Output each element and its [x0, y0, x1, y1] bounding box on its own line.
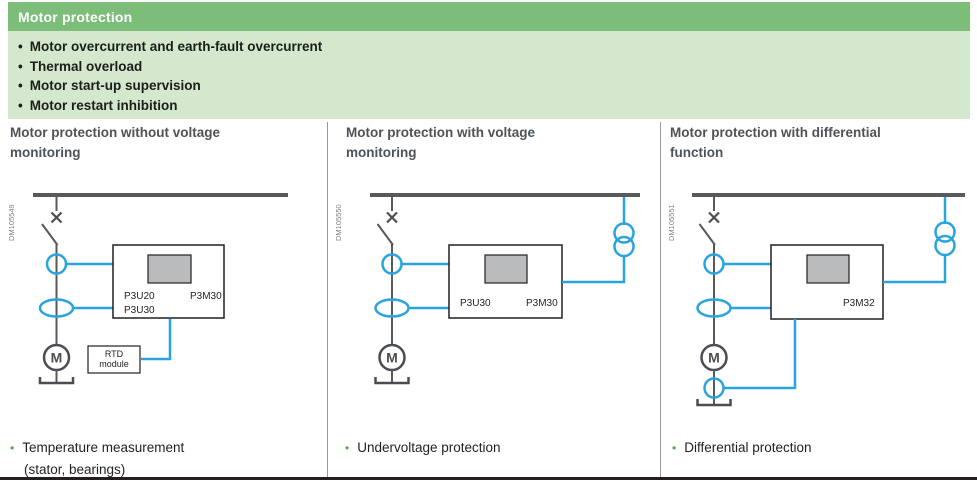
note-text: Temperature measurement [22, 440, 185, 455]
bullet-marker: • [18, 97, 23, 113]
column-title-line: Motor protection without voltage [10, 125, 220, 140]
feature-item: • Thermal overload [18, 57, 970, 77]
relay-model-label: P3U30 [124, 305, 155, 316]
doc-id-label: DM105551 [667, 204, 676, 241]
note-text: Differential protection [684, 440, 812, 455]
green-bullet-icon: • [10, 441, 15, 455]
doc-id-label: DM105550 [334, 204, 343, 241]
column-title-3: Motor protection with differential funct… [670, 123, 881, 163]
column-divider [327, 122, 328, 477]
relay-model-label: P3M30 [526, 298, 558, 309]
page-title: Motor protection [18, 8, 133, 25]
vt-wire [562, 256, 626, 284]
motor-letter: M [386, 350, 398, 366]
note-line: (stator, bearings) [24, 462, 126, 477]
disconnect-switch-icon [41, 223, 59, 246]
neutral-ct-icon [703, 377, 725, 399]
relay-model-label: P3M32 [843, 298, 875, 309]
relay-display [484, 254, 528, 284]
column-divider [660, 122, 661, 477]
bullet-marker: • [18, 58, 23, 74]
column-title-2: Motor protection with voltage monitoring [346, 123, 535, 163]
rtd-label: RTD [105, 349, 124, 359]
ground-icon [374, 377, 410, 385]
doc-id-label: DM105549 [7, 204, 16, 241]
note-text: Undervoltage protection [357, 440, 501, 455]
rtd-wire [141, 318, 172, 361]
note-line: • Temperature measurement [10, 437, 184, 459]
disconnect-switch-icon [376, 223, 394, 246]
motor-protection-header: Motor protection • Motor overcurrent and … [8, 2, 970, 119]
bullet-marker: • [18, 39, 23, 54]
feature-text: Motor overcurrent and earth-fault overcu… [29, 39, 323, 54]
column-title-line: Motor protection with differential [670, 125, 881, 140]
feature-item: • Motor restart inhibition [18, 96, 970, 116]
ground-icon [38, 377, 75, 385]
column-title-line: Motor protection with voltage [346, 125, 535, 140]
feature-text: Motor restart inhibition [29, 97, 178, 113]
relay-display [806, 254, 850, 284]
header-feature-list: • Motor overcurrent and earth-fault overc… [8, 31, 970, 119]
voltage-transformer-icon [934, 221, 956, 257]
rtd-label: module [99, 359, 129, 369]
relay-display [147, 254, 192, 284]
motor-letter: M [51, 350, 63, 366]
note-line: • Differential protection [672, 437, 812, 459]
column-title-1: Motor protection without voltage monitor… [10, 123, 220, 163]
green-bullet-icon: • [345, 441, 350, 455]
bottom-rule [0, 477, 977, 480]
diagram-without-voltage-monitoring: DM105549 P3U20 P3M30 P3U30 RTD module M [7, 193, 288, 385]
feature-item: • Motor overcurrent and earth-fault overc… [18, 37, 970, 57]
voltage-transformer-icon [613, 222, 635, 258]
relay-model-label: P3U30 [460, 298, 491, 309]
relay-model-label: P3M30 [190, 291, 222, 302]
column-note-2: • Undervoltage protection [345, 437, 501, 459]
differential-ct-wire [723, 319, 797, 390]
rtd-module-box [87, 345, 141, 374]
diagram-with-differential-function: DM105551 P3M32 M [667, 193, 965, 407]
column-title-line: monitoring [10, 145, 81, 160]
relay-model-label: P3U20 [124, 291, 155, 302]
header-title-bar: Motor protection [8, 2, 970, 31]
feature-item: • Motor start-up supervision [18, 76, 970, 96]
column-note-1: • Temperature measurement (stator, bearin… [10, 437, 184, 480]
feature-text: Motor start-up supervision [29, 78, 201, 93]
bullet-marker: • [18, 78, 23, 93]
vt-wire [883, 255, 947, 284]
disconnect-switch-icon [698, 223, 716, 246]
motor-letter: M [708, 350, 720, 366]
ground-icon [696, 399, 732, 407]
breaker-x-icon [708, 211, 720, 224]
diagram-with-voltage-monitoring: DM105550 P3U30 P3M30 M [334, 193, 640, 385]
column-title-line: function [670, 145, 724, 160]
note-line: • Undervoltage protection [345, 437, 501, 459]
column-note-3: • Differential protection [672, 437, 812, 459]
column-title-line: monitoring [346, 145, 417, 160]
breaker-x-icon [50, 211, 63, 224]
green-bullet-icon: • [672, 441, 677, 455]
feature-text: Thermal overload [29, 58, 143, 74]
breaker-x-icon [386, 211, 398, 224]
